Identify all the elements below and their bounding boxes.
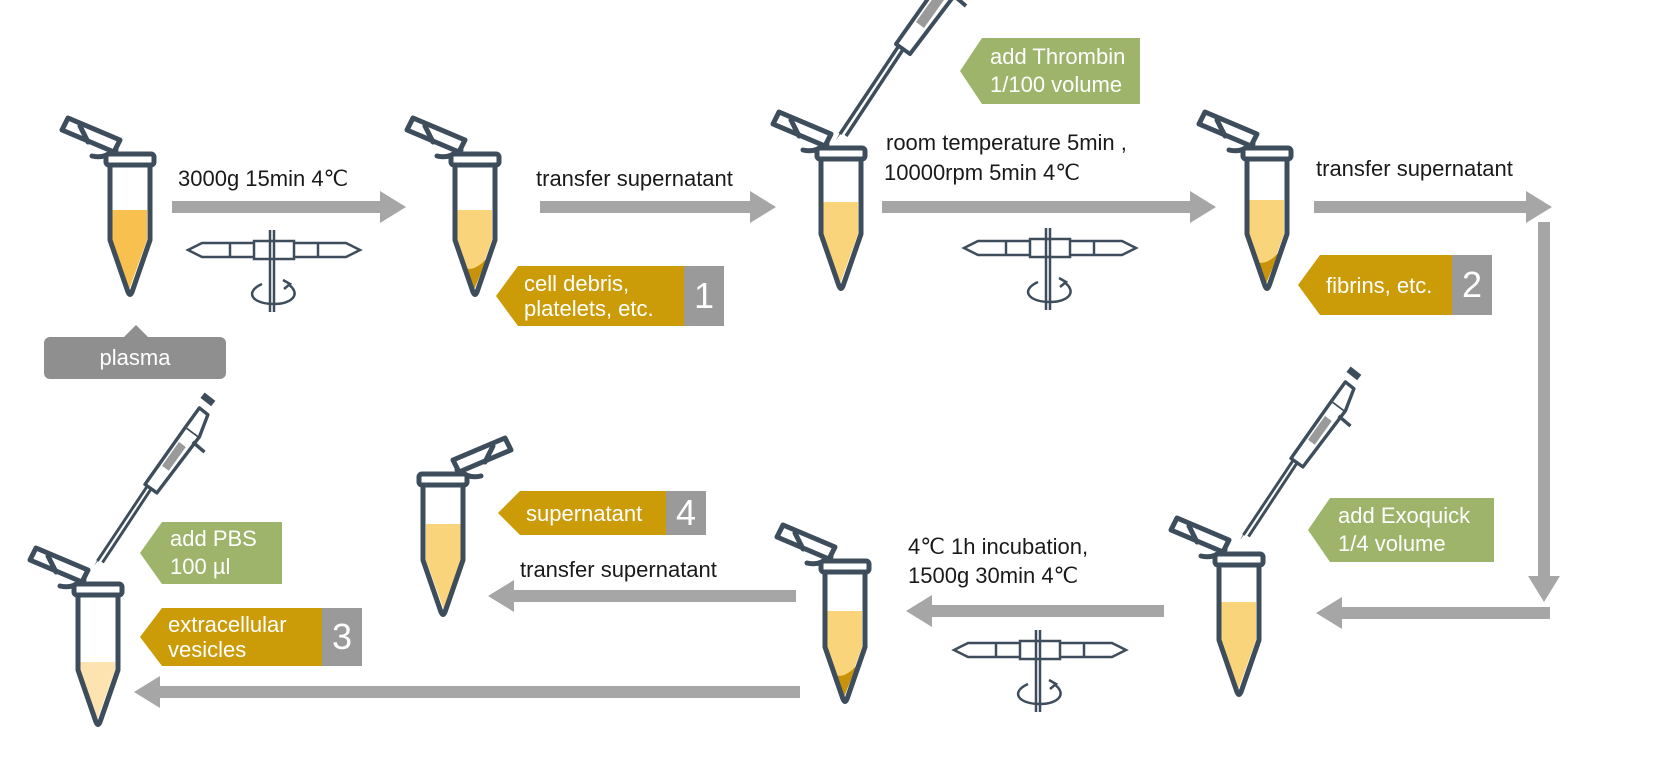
tube-plasma bbox=[62, 118, 154, 295]
tag-line: fibrins, etc. bbox=[1326, 272, 1433, 298]
arrow-step1 bbox=[172, 191, 406, 223]
pipette-icon bbox=[834, 0, 981, 142]
arrow-step4 bbox=[1314, 191, 1552, 223]
centrifuge-icon bbox=[952, 628, 1128, 714]
reagent-pbs: add PBS 100 µl bbox=[140, 522, 282, 584]
step-3-text-line1: room temperature 5min , bbox=[886, 130, 1127, 155]
reagent-line: 1/100 volume bbox=[990, 72, 1123, 97]
step-5-text-line2: 1500g 30min 4℃ bbox=[908, 563, 1079, 588]
plasma-label: plasma bbox=[44, 325, 226, 379]
result-tag-3: extracellular vesicles 3 bbox=[140, 608, 362, 666]
plasma-text: plasma bbox=[99, 345, 171, 370]
arrow-down-right bbox=[1528, 222, 1560, 602]
tube-supernatant bbox=[419, 438, 511, 615]
arrow-step3 bbox=[882, 191, 1216, 223]
result-tag-1: cell debris, platelets, etc. 1 bbox=[496, 266, 724, 326]
tube-spin-1 bbox=[407, 118, 499, 295]
tag-line: vesicles bbox=[168, 637, 247, 662]
reagent-thrombin: add Thrombin 1/100 volume bbox=[960, 38, 1140, 104]
arrow-step6 bbox=[488, 580, 796, 612]
arrows bbox=[134, 191, 1560, 708]
centrifuge-icon bbox=[186, 228, 362, 314]
reagent-line: 100 µl bbox=[170, 554, 231, 579]
result-tag-4-text: supernatant bbox=[498, 491, 666, 535]
result-tag-4-number: 4 bbox=[666, 491, 706, 535]
result-tag-3-text: extracellular vesicles bbox=[140, 608, 322, 666]
step-3-text-line2: 10000rpm 5min 4℃ bbox=[884, 160, 1080, 185]
tag-line: supernatant bbox=[526, 500, 643, 526]
tube-spin-2 bbox=[1199, 112, 1291, 289]
result-tag-2-text: fibrins, etc. bbox=[1298, 255, 1452, 315]
arrow-step2 bbox=[540, 191, 776, 223]
tube-vesicles bbox=[30, 548, 122, 725]
reagent-line: 1/4 volume bbox=[1338, 531, 1446, 556]
result-tag-2: fibrins, etc. 2 bbox=[1298, 255, 1492, 315]
tag-line: extracellular bbox=[168, 612, 287, 637]
tag-line: platelets, etc. bbox=[524, 296, 654, 321]
arrow-step7 bbox=[134, 676, 800, 708]
reagent-exoquick: add Exoquick 1/4 volume bbox=[1308, 498, 1494, 562]
centrifuge-icon bbox=[962, 226, 1138, 312]
arrow-return bbox=[1316, 597, 1550, 629]
reagent-line: add Thrombin bbox=[990, 44, 1126, 69]
result-tag-4: supernatant 4 bbox=[498, 491, 706, 535]
tube-exoquick bbox=[1171, 518, 1263, 695]
step-2-text: transfer supernatant bbox=[536, 166, 733, 191]
arrow-step5 bbox=[906, 595, 1164, 627]
tube-thrombin bbox=[773, 112, 865, 289]
result-tag-2-number: 2 bbox=[1452, 255, 1492, 315]
step-5-text-line1: 4℃ 1h incubation, bbox=[908, 534, 1089, 559]
step-4-text: transfer supernatant bbox=[1316, 156, 1513, 181]
step-6-text: transfer supernatant bbox=[520, 557, 717, 582]
tube-spin-3 bbox=[777, 525, 869, 702]
result-tag-1-text: cell debris, platelets, etc. bbox=[496, 266, 684, 326]
tag-line: cell debris, bbox=[524, 271, 630, 296]
reagent-line: add Exoquick bbox=[1338, 503, 1471, 528]
result-tag-3-number: 3 bbox=[322, 608, 362, 666]
reagent-line: add PBS bbox=[170, 526, 257, 551]
step-1-text: 3000g 15min 4℃ bbox=[178, 166, 349, 191]
result-tag-1-number: 1 bbox=[684, 266, 724, 326]
